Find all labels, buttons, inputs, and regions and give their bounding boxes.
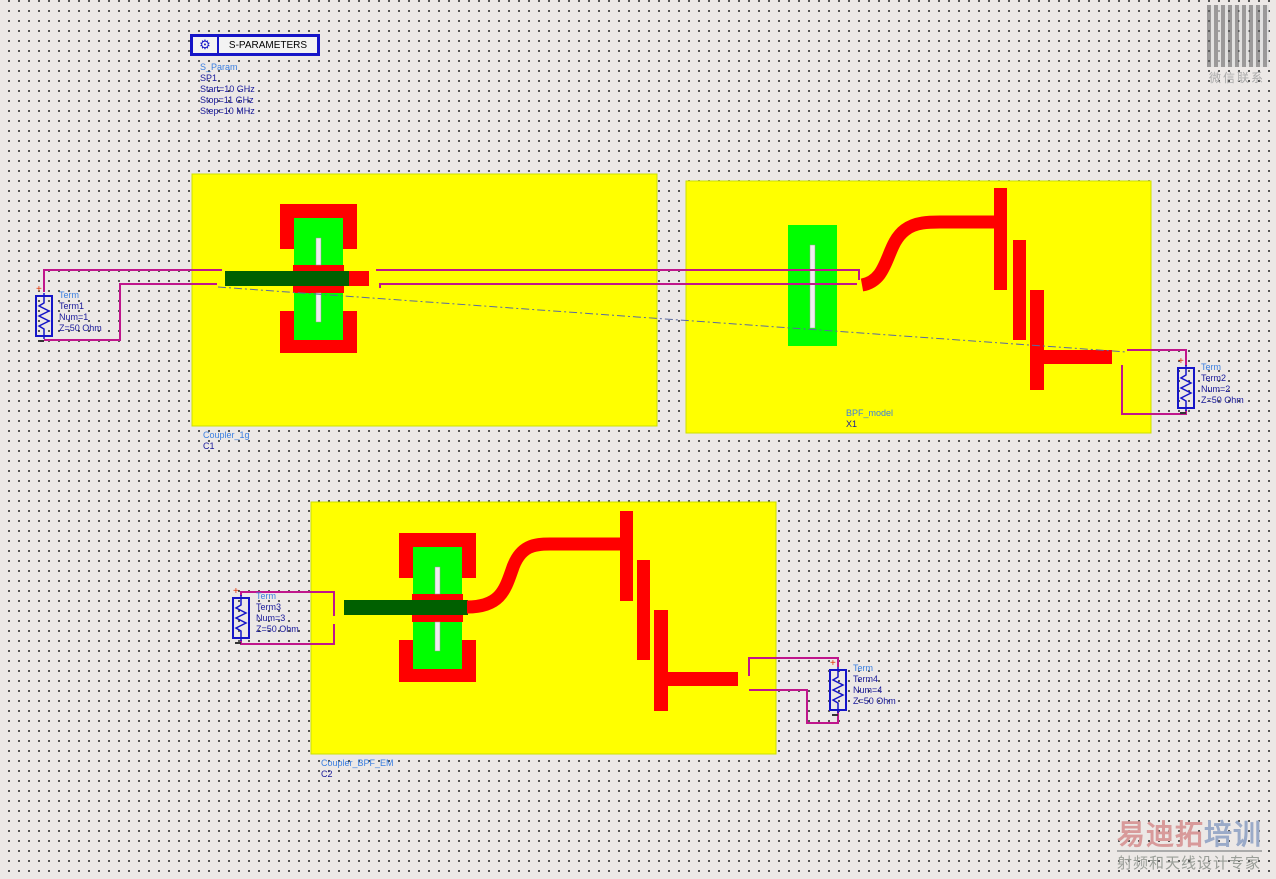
sparam-type: S_Param [200,62,238,72]
sparam-name: SP1 [200,73,218,83]
sparam-gear-icon: ⚙ [193,37,219,53]
c2-name: C2 [321,769,333,779]
qr-caption: 微信联系 [1209,71,1266,85]
term-num: Num=1 [59,312,89,322]
coupler-c1-layout [224,203,369,354]
watermark-slogan: 射频和天线设计专家 [1117,850,1263,873]
term-type: Term [1201,362,1221,372]
term-type: Term [59,290,79,300]
c1-type: Coupler_1g [203,430,250,440]
qr-code [1207,5,1269,67]
watermark: 易迪拓培训 射频和天线设计专家 [1117,819,1263,873]
term-z: Z=50 Ohm [853,696,896,706]
term-name: Term3 [256,602,282,612]
term-type: Term [853,663,873,673]
watermark-brand-blue: 培训 [1204,819,1263,850]
term-num: Num=2 [1201,384,1231,394]
term-name: Term4 [853,674,879,684]
ratsnest-line [217,286,1128,353]
c1-name: C1 [203,441,215,451]
term-num: Num=3 [256,613,286,623]
coupler-c2-layout [343,511,738,711]
wires[interactable] [43,269,1187,724]
term-z: Z=50 Ohm [59,323,102,333]
term1-symbol[interactable] [35,283,53,343]
sparam-step: Step=10 MHz [200,106,255,116]
term-type: Term [256,591,276,601]
watermark-brand-red: 易迪拓 [1117,819,1205,850]
term-name: Term1 [59,301,85,311]
sparam-label: S_Param SP1 Start=10 GHz Stop=11 GHz Ste… [200,62,255,117]
term-z: Z=50 Ohm [1201,395,1244,405]
x1-name: X1 [846,419,858,429]
sparam-start: Start=10 GHz [200,84,255,94]
bpf-x1-layout [788,188,1112,390]
term-name: Term2 [1201,373,1227,383]
sparam-stop: Stop=11 GHz [200,95,254,105]
x1-type: BPF_model [846,408,894,418]
term-z: Z=50 Ohm [256,624,299,634]
s-parameters-controller[interactable]: ⚙ S-PARAMETERS [190,34,320,56]
c2-type: Coupler_BPF_EM [321,758,394,768]
term-num: Num=4 [853,685,883,695]
coupler-c1-substrate[interactable] [191,173,658,427]
